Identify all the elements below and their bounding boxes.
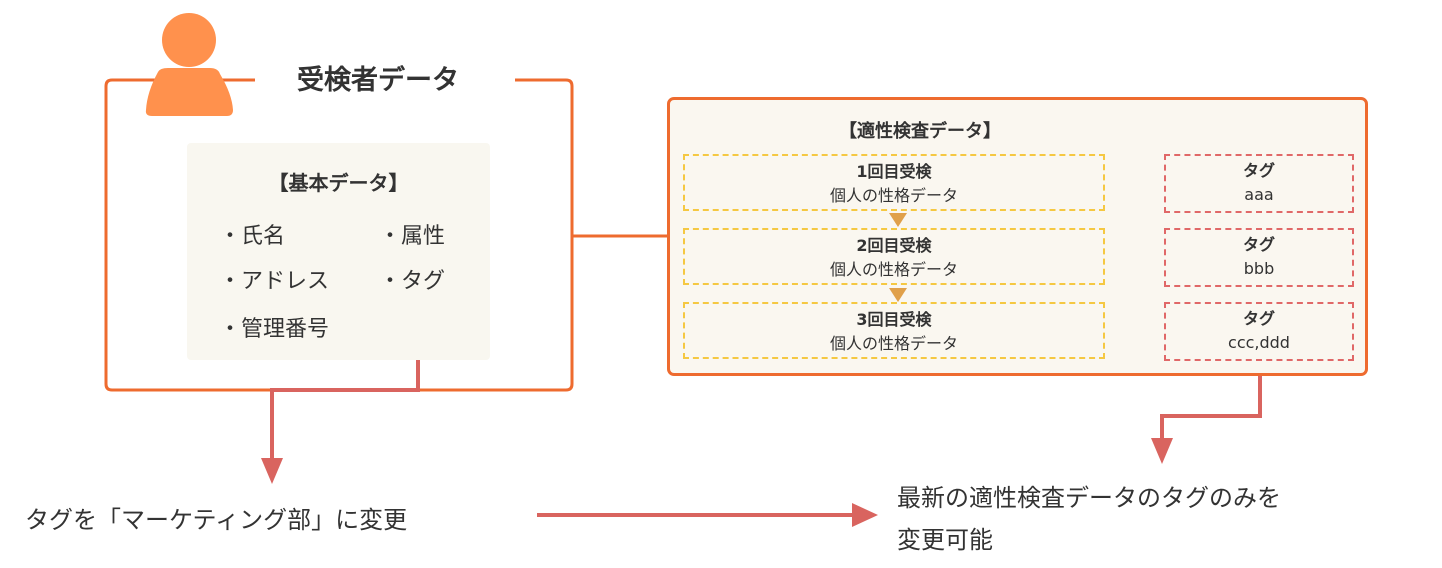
exam-row-1: 1回目受検個人の性格データ	[683, 154, 1105, 211]
exam-row-2: 2回目受検個人の性格データ	[683, 228, 1105, 285]
basic-data-panel: 【基本データ】 ・氏名 ・アドレス ・管理番号 ・属性 ・タグ	[187, 143, 490, 360]
item-tag: ・タグ	[379, 269, 446, 294]
arrowhead-icon	[852, 503, 878, 527]
examinee-data-title: 受検者データ	[297, 65, 459, 96]
arrowhead-icon	[261, 458, 283, 484]
result-caption-line1: 最新の適性検査データのタグのみを	[897, 484, 1281, 512]
basic-data-title: 【基本データ】	[268, 171, 409, 195]
person-icon	[145, 13, 233, 116]
item-name: ・氏名	[219, 224, 286, 249]
latest-tag-arrow	[1160, 371, 1262, 440]
down-triangle-icon	[889, 288, 907, 302]
exam-row-3: 3回目受検個人の性格データ	[683, 302, 1105, 359]
item-attribute: ・属性	[379, 224, 446, 249]
item-management-number: ・管理番号	[219, 317, 330, 342]
down-triangle-icon	[889, 213, 907, 227]
change-tag-caption: タグを「マーケティング部」に変更	[25, 506, 408, 534]
item-address: ・アドレス	[219, 269, 330, 294]
aptitude-data-panel: 【適性検査データ】 1回目受検個人の性格データ 2回目受検個人の性格データ 3回…	[667, 97, 1368, 376]
aptitude-data-title: 【適性検査データ】	[839, 121, 1001, 142]
result-caption-line2: 変更可能	[897, 526, 993, 554]
arrowhead-icon	[1151, 438, 1173, 464]
